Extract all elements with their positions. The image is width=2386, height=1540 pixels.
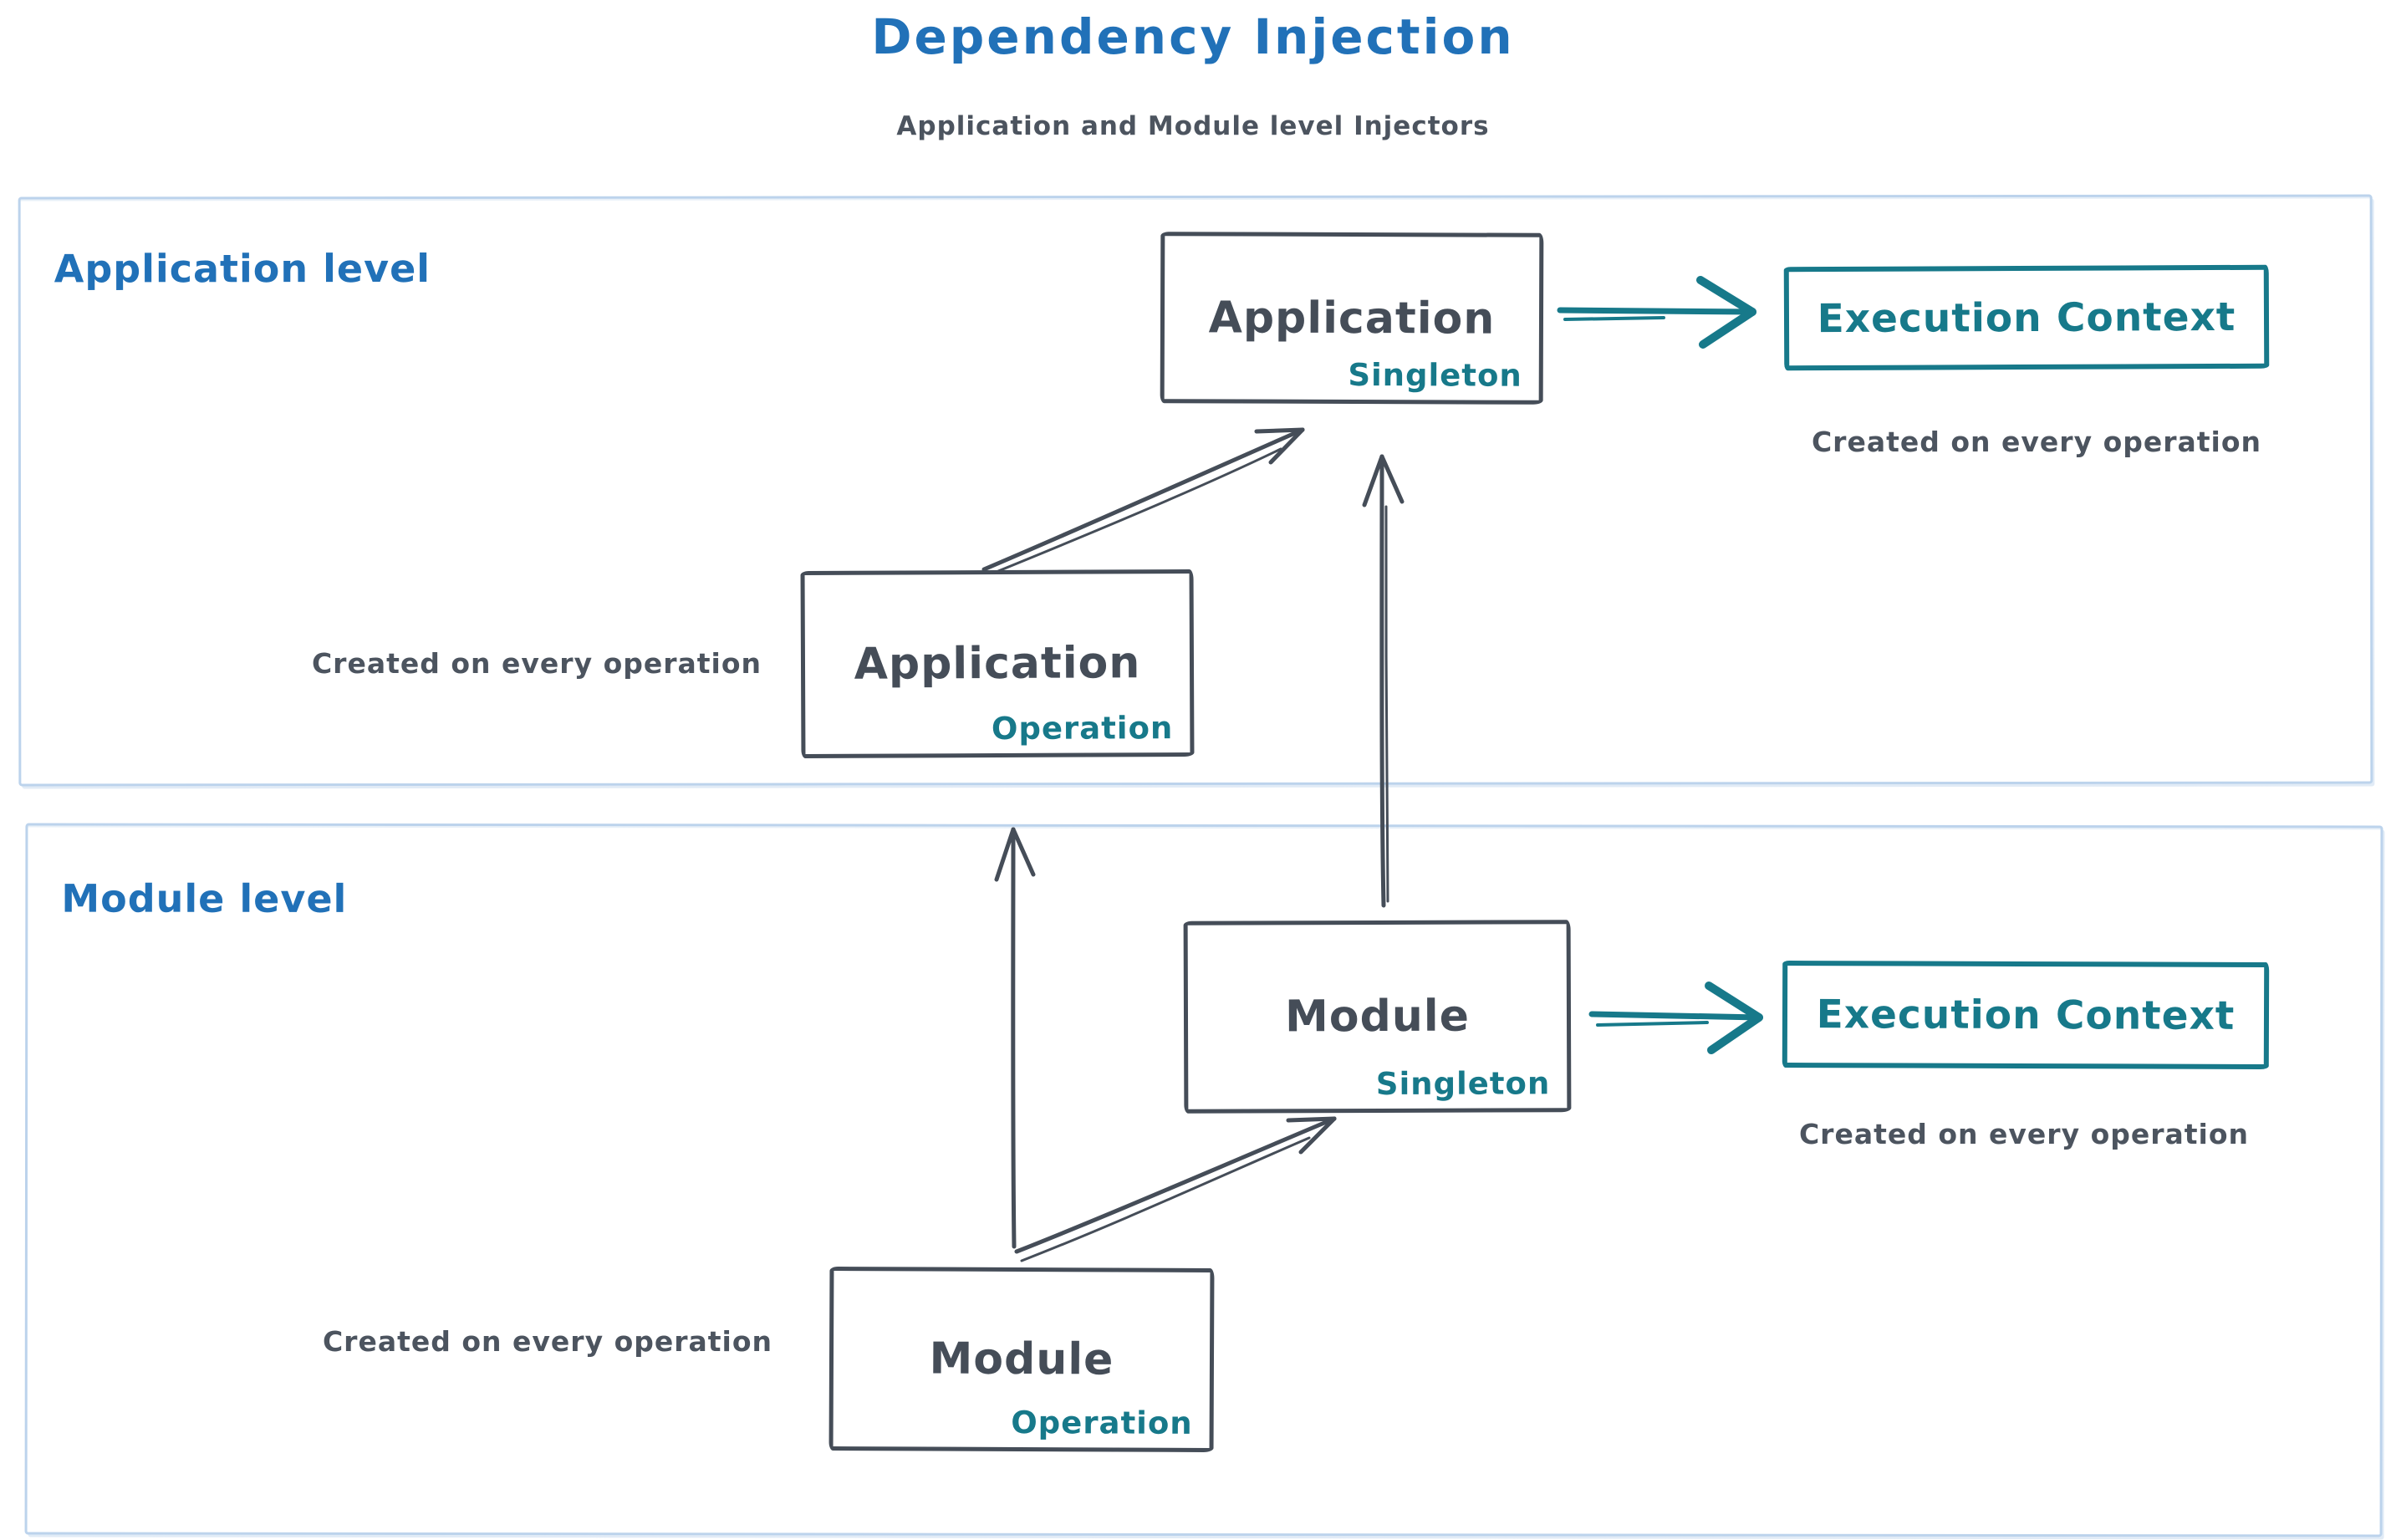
- edge-module-singleton-to-exec-context-module-arrow: [1588, 982, 1763, 1054]
- edge-module-operation-to-app-operation-arrow: [994, 827, 1036, 1249]
- edge-app-singleton-to-exec-context-app-arrow: [1557, 276, 1756, 349]
- edge-app-operation-to-app-singleton-arrow: [978, 427, 1305, 580]
- node-module-singleton-title: Module: [1284, 991, 1471, 1043]
- node-module-operation: Module Operation: [828, 1266, 1215, 1453]
- page-subtitle: Application and Module level Injectors: [896, 111, 1490, 141]
- node-application-operation-title: Application: [854, 638, 1141, 690]
- annotation-exec-context-module-note: Created on every operation: [1798, 1118, 2250, 1150]
- node-module-singleton-badge: Singleton: [1375, 1065, 1551, 1103]
- execution-context-module-title: Execution Context: [1816, 991, 2236, 1039]
- annotation-module-operation-note: Created on every operation: [322, 1325, 773, 1358]
- node-application-operation-badge: Operation: [991, 710, 1174, 747]
- annotation-app-operation-note: Created on every operation: [311, 647, 762, 680]
- edge-module-singleton-to-app-singleton-arrow: [1362, 454, 1405, 908]
- node-module-operation-badge: Operation: [1011, 1404, 1193, 1441]
- node-execution-context-application: Execution Context: [1783, 264, 2270, 371]
- node-application-singleton-badge: Singleton: [1348, 356, 1522, 394]
- node-execution-context-module: Execution Context: [1782, 960, 2270, 1070]
- node-application-singleton: Application Singleton: [1160, 232, 1544, 405]
- node-application-operation: Application Operation: [800, 569, 1195, 759]
- execution-context-application-title: Execution Context: [1817, 293, 2236, 342]
- node-module-operation-title: Module: [929, 1333, 1114, 1385]
- node-application-singleton-title: Application: [1208, 292, 1496, 344]
- edge-module-operation-to-module-singleton-arrow: [1014, 1116, 1337, 1262]
- annotation-exec-context-app-note: Created on every operation: [1811, 426, 2262, 458]
- node-module-singleton: Module Singleton: [1183, 920, 1572, 1114]
- page-title: Dependency Injection: [871, 8, 1515, 65]
